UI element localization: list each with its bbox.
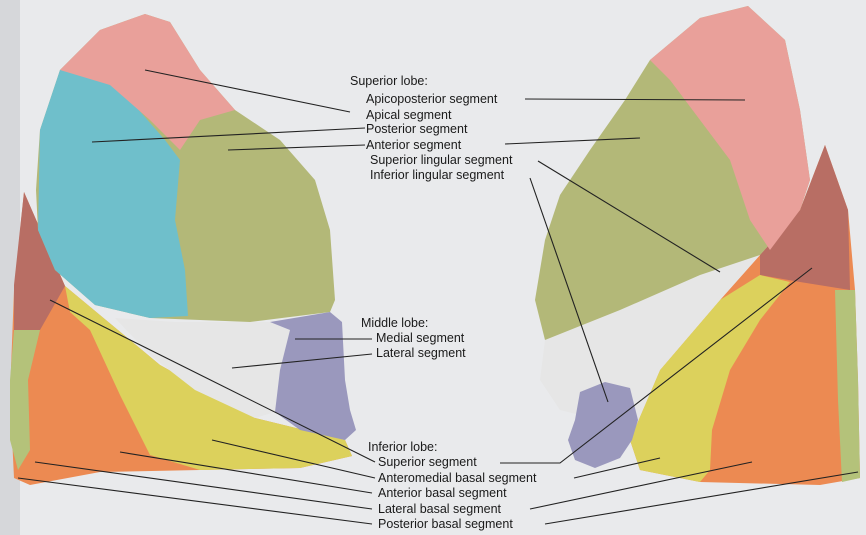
- posterior-basal-label: Posterior basal segment: [378, 517, 513, 531]
- posterior-label: Posterior segment: [366, 122, 468, 136]
- lateral-basal-label: Lateral basal segment: [378, 502, 502, 516]
- apicoposterior-label: Apicoposterior segment: [366, 92, 498, 106]
- medial-label: Medial segment: [376, 331, 465, 345]
- apical-label: Apical segment: [366, 108, 452, 122]
- anterior-label: Anterior segment: [366, 138, 462, 152]
- inferior-lingular-label: Inferior lingular segment: [370, 168, 505, 182]
- anteromedial-basal-label: Anteromedial basal segment: [378, 471, 537, 485]
- superior-segment-label: Superior segment: [378, 455, 477, 469]
- inferior-lobe-heading: Inferior lobe:: [368, 440, 437, 454]
- middle-lobe-heading: Middle lobe:: [361, 316, 428, 330]
- anterior-basal-label: Anterior basal segment: [378, 486, 507, 500]
- lateral-label: Lateral segment: [376, 346, 466, 360]
- superior-lingular-label: Superior lingular segment: [370, 153, 513, 167]
- superior-lobe-heading: Superior lobe:: [350, 74, 428, 88]
